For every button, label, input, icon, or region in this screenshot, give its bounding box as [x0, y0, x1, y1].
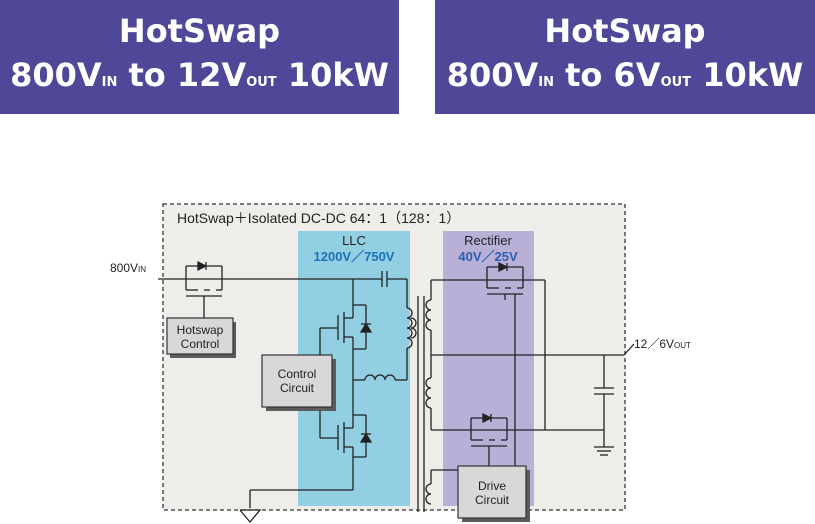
rectifier-mosfet-low	[468, 412, 604, 466]
banner-left-vin: 800V	[10, 56, 102, 94]
drive-circuit-line2: Circuit	[475, 493, 510, 507]
banner-left-to: to	[117, 56, 177, 94]
banner-right-vout: 6V	[613, 56, 661, 94]
hotswap-control-line2: Control	[181, 337, 220, 351]
banner-right-title: HotSwap	[544, 12, 706, 50]
hotswap-control-line1: Hotswap	[177, 323, 224, 337]
input-label: 800VIN	[110, 261, 146, 275]
banner-right-to: to	[553, 56, 614, 94]
drive-circuit-line1: Drive	[478, 479, 506, 493]
output-label: 12／6VOUT	[634, 337, 691, 351]
control-circuit-block: Control Circuit	[261, 354, 336, 411]
banner-right-vin: 800V	[446, 56, 539, 94]
banner-right-vout-sub: OUT	[660, 75, 692, 90]
drive-circuit-block: Drive Circuit	[457, 465, 530, 522]
hotswap-mosfet	[185, 260, 223, 318]
box-title: HotSwap＋Isolated DC-DC 64：1（128：1）	[177, 210, 460, 226]
llc-title: LLC	[342, 233, 366, 248]
rectifier-rating: 40V／25V	[458, 249, 518, 264]
banner-right-spec: 800VIN to 6VOUT 10kW	[447, 53, 804, 105]
hotswap-control-block: Hotswap Control	[166, 317, 236, 358]
banner-left-title: HotSwap	[118, 12, 281, 50]
banner-left-vout-sub: OUT	[246, 75, 277, 90]
primary-mosfet-high	[319, 300, 373, 355]
banner-right: HotSwap 800VIN to 6VOUT 10kW	[435, 0, 815, 114]
primary-mosfet-low	[319, 410, 373, 460]
banner-left-vout: 12V	[176, 56, 247, 94]
banner-right-vin-sub: IN	[538, 75, 554, 90]
rectifier-mosfet-high	[468, 261, 545, 470]
banner-left-spec: 800VIN to 12VOUT 10kW	[10, 53, 389, 105]
banner-left-vin-sub: IN	[101, 75, 118, 90]
banner-right-power: 10kW	[691, 56, 804, 94]
control-circuit-line2: Circuit	[280, 381, 315, 395]
rectifier-title: Rectifier	[464, 233, 512, 248]
banner-left: HotSwap 800VIN to 12VOUT 10kW	[0, 0, 399, 114]
banner-left-power: 10kW	[276, 56, 389, 94]
control-circuit-line1: Control	[278, 367, 317, 381]
llc-rating: 1200V／750V	[314, 249, 395, 264]
